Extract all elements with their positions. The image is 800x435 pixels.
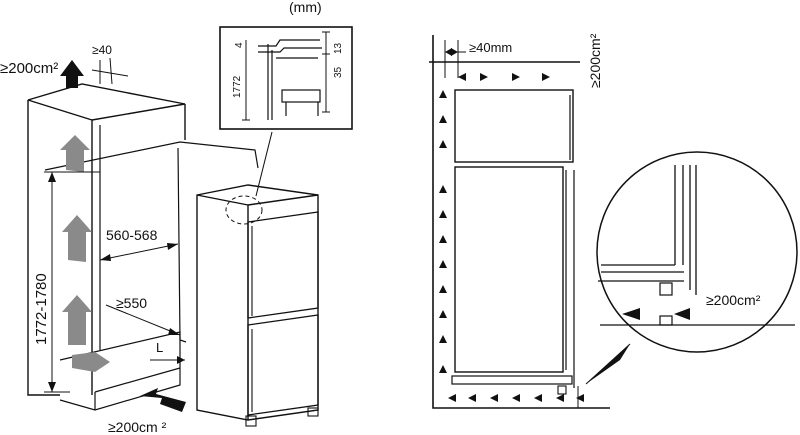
depth-label: ≥550 <box>116 295 147 311</box>
top-gap-label: ≥40 <box>92 43 112 57</box>
bottom-vent-label: ≥200cm ² <box>108 419 167 435</box>
bottom-vent-arrow-icon <box>140 388 186 412</box>
niche-drawing: ≥200cm² ≥40 1772-1780 560-568 ≥550 L ≥20… <box>0 43 259 435</box>
airflow-arrows <box>60 135 110 372</box>
zoom-vent-label: ≥200cm² <box>706 292 761 308</box>
left-air-arrows <box>439 90 447 373</box>
height-range-label: 1772-1780 <box>33 273 50 345</box>
top-vent-label: ≥200cm² <box>0 60 58 77</box>
detail-dim-35: 35 <box>333 66 344 78</box>
detail-dim-13: 13 <box>333 42 344 54</box>
zoom-detail: ≥200cm² <box>596 151 798 353</box>
side-gap-label: ≥40mm <box>469 40 512 55</box>
bottom-air-arrows <box>448 394 584 402</box>
detail-dim-4: 4 <box>234 42 245 48</box>
detail-inset: (mm) 4 13 35 1772 <box>219 0 353 130</box>
top-air-arrows <box>458 73 550 81</box>
detail-dim-1772: 1772 <box>232 75 243 98</box>
width-range-label: 560-568 <box>106 227 158 243</box>
unit-label: (mm) <box>289 0 322 15</box>
fridge-drawing <box>196 131 319 427</box>
side-vent-label: ≥200cm² <box>587 33 603 88</box>
l-marker-label: L <box>156 340 163 355</box>
up-arrow-icon <box>60 60 84 88</box>
side-section-drawing: ≥40mm ≥200cm² <box>429 33 631 409</box>
